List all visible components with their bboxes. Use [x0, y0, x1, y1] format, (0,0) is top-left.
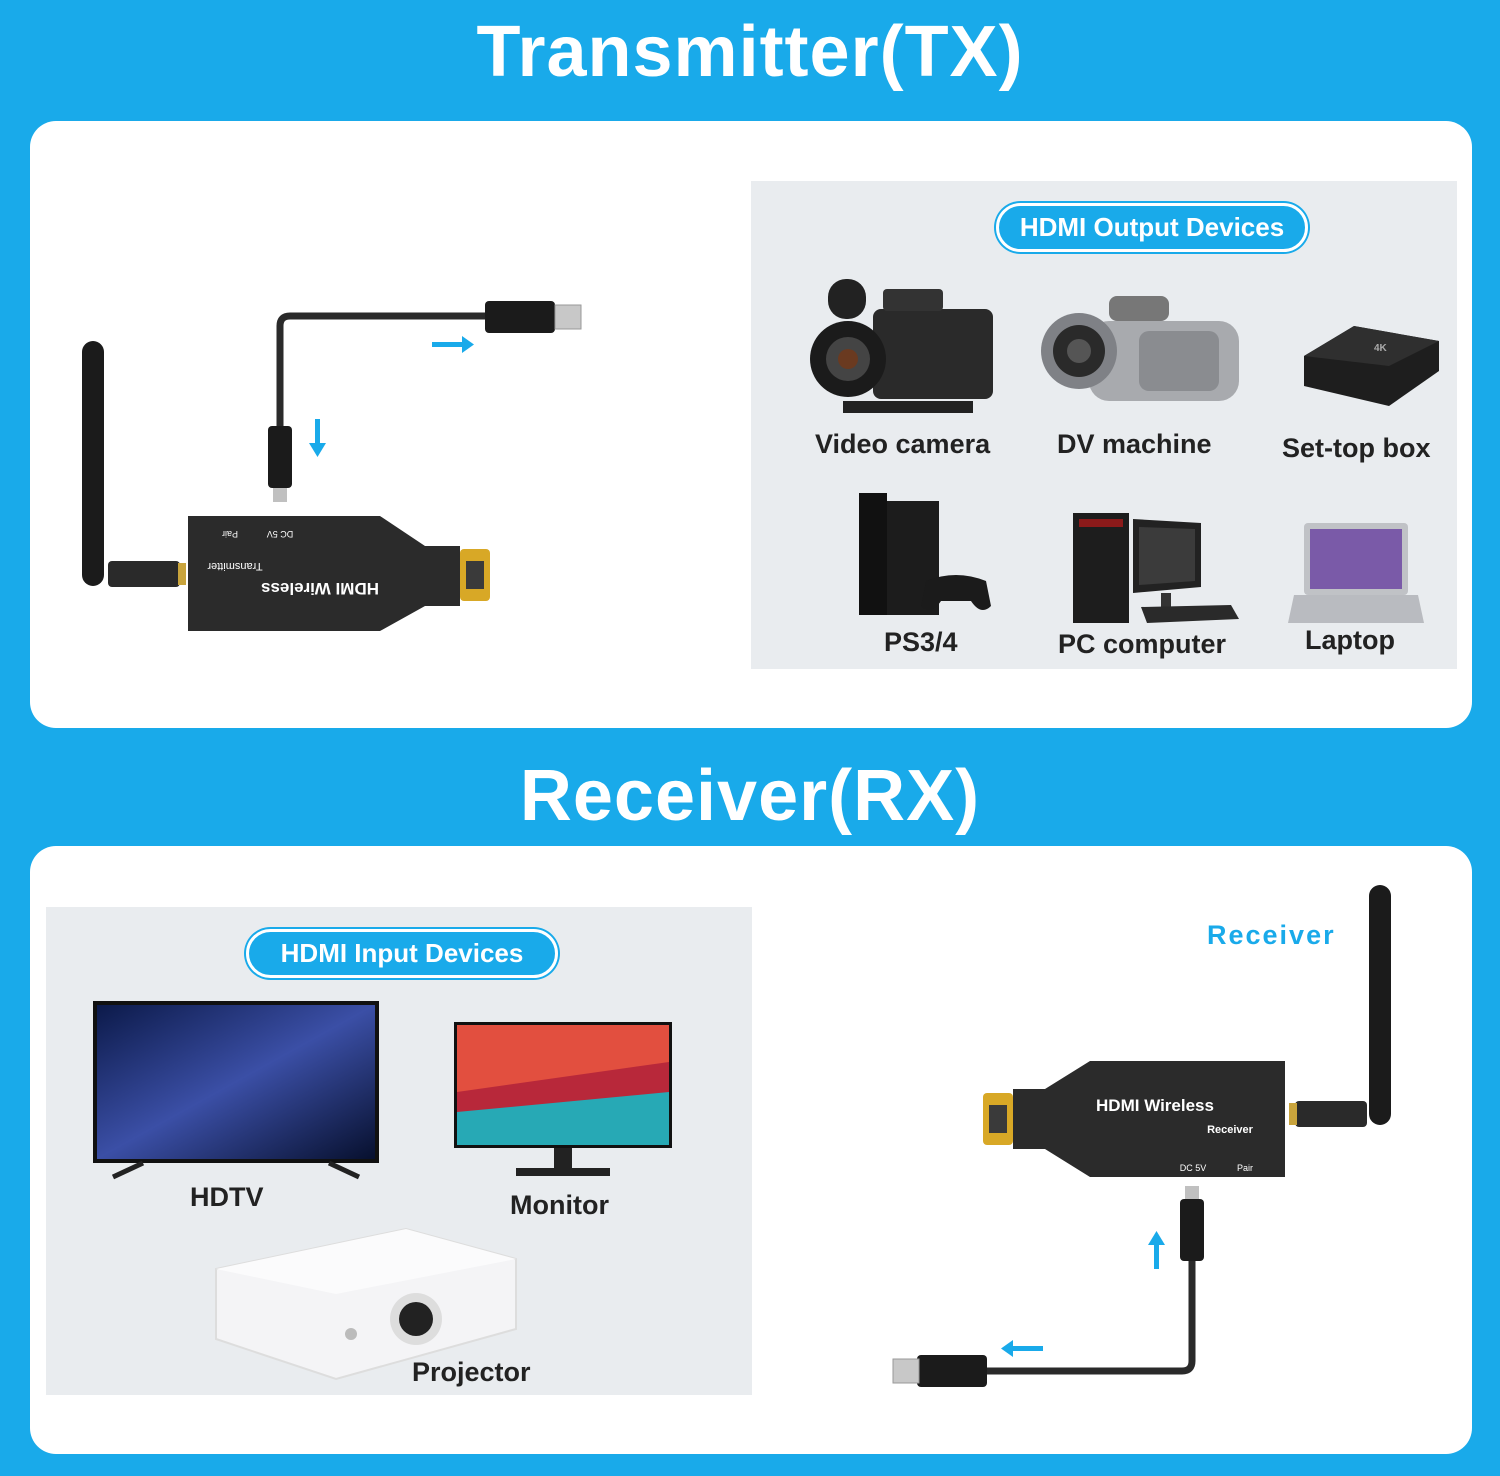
- transmitter-title: Transmitter(TX): [476, 12, 1024, 92]
- receiver-device-text: HDMI Wireless: [1096, 1096, 1214, 1115]
- receiver-label: Receiver: [1207, 920, 1336, 950]
- output-device-label: Laptop: [1305, 625, 1395, 655]
- settop-box-icon: 4K: [1304, 326, 1439, 406]
- receiver-device-illustration: HDMI Wireless Receiver DC 5V Pair: [892, 885, 1391, 1387]
- transmitter-panel: HDMI Wireless Transmitter DC 5V Pair HDM…: [30, 121, 1472, 728]
- transmitter-device-text: HDMI Wireless: [261, 579, 379, 598]
- receiver-device-subtext: Receiver: [1207, 1124, 1254, 1136]
- transmitter-port-pair: Pair: [222, 529, 238, 539]
- receiver-panel: HDMI Input Devices HDTV M: [30, 846, 1472, 1454]
- arrow-icon: [1001, 1231, 1165, 1357]
- transmitter-port-dc: DC 5V: [267, 529, 294, 539]
- transmitter-device-illustration: HDMI Wireless Transmitter DC 5V Pair: [82, 301, 582, 631]
- output-devices-heading: HDMI Output Devices: [996, 203, 1308, 252]
- console-icon: [859, 493, 991, 615]
- usb-plug-icon: [892, 1355, 987, 1387]
- receiver-title: Receiver(RX): [519, 756, 981, 836]
- arrow-icon: [309, 336, 474, 457]
- output-devices-box: HDMI Output Devices Video camera DV mach…: [751, 181, 1457, 669]
- hdmi-plug-icon: [460, 549, 490, 601]
- receiver-port-pair: Pair: [1237, 1163, 1253, 1173]
- monitor-icon: [454, 1022, 672, 1176]
- antenna-icon: [82, 341, 186, 587]
- input-device-label: HDTV: [190, 1182, 264, 1212]
- output-device-label: Video camera: [815, 429, 991, 459]
- camcorder-icon: [1041, 296, 1239, 401]
- laptop-icon: [1288, 523, 1424, 623]
- tv-icon: [93, 1001, 379, 1180]
- antenna-icon: [1289, 885, 1391, 1127]
- input-device-label: Monitor: [510, 1190, 609, 1220]
- projector-icon: [215, 1227, 517, 1381]
- desktop-pc-icon: [1073, 513, 1239, 623]
- transmitter-device-subtext: Transmitter: [207, 560, 263, 572]
- input-devices-box: HDMI Input Devices HDTV M: [46, 907, 752, 1395]
- output-device-label: Set-top box: [1282, 433, 1431, 463]
- input-device-label: Projector: [412, 1357, 531, 1387]
- output-device-label: PC computer: [1058, 629, 1227, 659]
- hdmi-plug-icon: [983, 1093, 1013, 1145]
- input-devices-heading: HDMI Input Devices: [246, 929, 558, 978]
- usb-plug-icon: [485, 301, 582, 333]
- camera-icon: [810, 279, 993, 413]
- receiver-port-dc: DC 5V: [1180, 1163, 1207, 1173]
- output-device-label: PS3/4: [884, 627, 958, 657]
- output-device-label: DV machine: [1057, 429, 1212, 459]
- svg-text:4K: 4K: [1374, 343, 1388, 354]
